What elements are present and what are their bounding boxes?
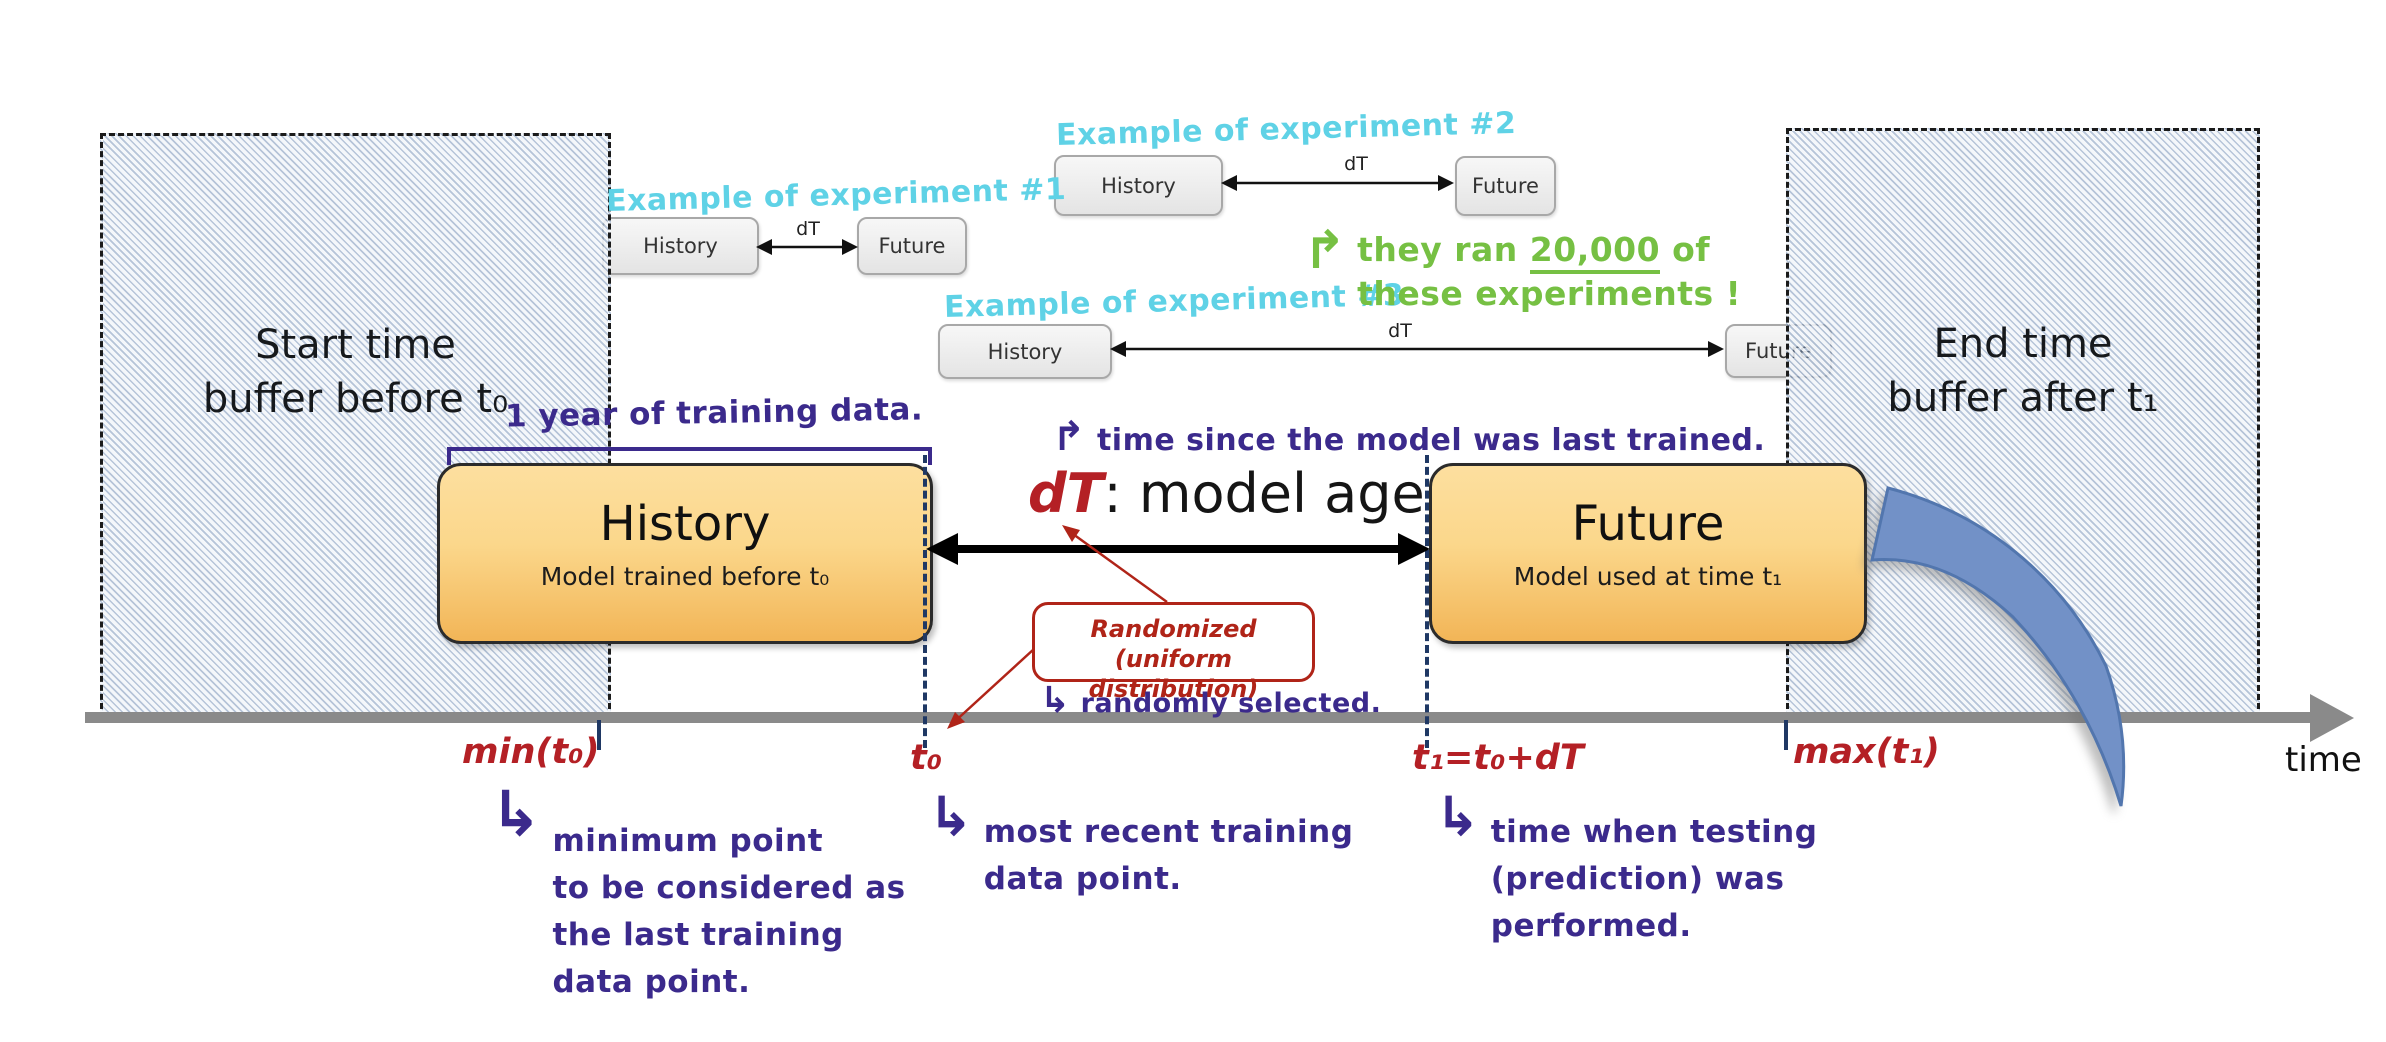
exp2-future-label: Future (1472, 174, 1539, 198)
history-subtitle: Model trained before t₀ (540, 562, 830, 591)
up-right-elbow-arrow-icon: ↱ (1052, 414, 1087, 460)
exp1-dt-label: dT (796, 218, 820, 240)
time-axis-label: time (2285, 740, 2362, 780)
time-axis-arrowhead-icon (2310, 694, 2354, 742)
red-arrow-to-dt (1062, 525, 1168, 604)
history-title: History (599, 496, 771, 552)
max-t1-label: max(t₁) (1793, 732, 1940, 772)
future-title: Future (1571, 496, 1725, 552)
randomly-selected-note: ↳ randomly selected. (1040, 680, 1382, 721)
exp3-dt-label: dT (1388, 320, 1412, 342)
exp1-history-box: History (602, 217, 759, 275)
dt-note: ↱ time since the model was last trained. (1052, 414, 1766, 460)
down-right-elbow-arrow-icon: ↳ (1435, 785, 1481, 848)
randomized-box: Randomized (uniform distribution) (1032, 602, 1315, 703)
exp2-future-box: Future (1455, 156, 1556, 216)
exp2-history-label: History (1101, 173, 1176, 198)
time-axis (85, 712, 2315, 723)
min-t0-note: ↳ minimum point to be considered as the … (490, 777, 906, 1000)
green-line2: these experiments ! (1357, 274, 1742, 313)
t1-note: ↳ time when testing (prediction) was per… (1435, 785, 1818, 944)
exp2-title: Example of experiment #2 (1055, 105, 1517, 154)
t1-label: t₁=t₀+dT (1412, 738, 1584, 778)
max-t1-tick (1784, 720, 1788, 750)
dt-heading: dT: model age (1028, 462, 1425, 525)
end-buffer-label: End time buffer after t₁ (1887, 321, 2159, 421)
exp2-history-box: History (1054, 155, 1223, 216)
down-right-elbow-arrow-icon: ↳ (928, 785, 974, 848)
min-t0-label: min(t₀) (462, 732, 600, 772)
training-span-bracket (447, 447, 932, 465)
history-box: History Model trained before t₀ (437, 463, 933, 644)
down-right-elbow-arrow-icon: ↳ (490, 777, 543, 850)
count-20000: 20,000 (1529, 230, 1661, 274)
training-span-label: 1 year of training data. (504, 391, 924, 435)
exp3-history-label: History (987, 339, 1063, 364)
down-right-elbow-arrow-icon: ↳ (1040, 680, 1071, 721)
exp3-dt-arrow (1110, 341, 1724, 357)
exp2-dt-arrow (1221, 175, 1454, 191)
start-buffer-label: Start time buffer before t₀ (202, 322, 509, 422)
exp1-future-label: Future (878, 234, 946, 258)
exp3-history-box: History (938, 324, 1112, 379)
exp1-history-label: History (643, 234, 718, 258)
exp1-future-box: Future (857, 217, 967, 275)
green-line1: they ran 20,000 of (1357, 230, 1710, 274)
t0-note: ↳ most recent training data point. (928, 785, 1354, 897)
main-dt-arrow (926, 533, 1430, 565)
up-right-elbow-arrow-icon: ↱ (1303, 221, 1348, 281)
future-box: Future Model used at time t₁ (1429, 463, 1867, 644)
green-annotation: ↱ they ran 20,000 of these experiments ! (1303, 221, 1742, 316)
future-subtitle: Model used at time t₁ (1513, 562, 1783, 591)
t0-dashed-line (923, 455, 927, 748)
exp1-title: Example of experiment #1 (605, 171, 1067, 220)
dt-term: dT (1028, 462, 1104, 525)
t1-dashed-line (1425, 455, 1429, 748)
t0-label: t₀ (910, 738, 943, 778)
exp2-dt-label: dT (1344, 153, 1368, 175)
min-t0-tick (597, 720, 601, 750)
exp1-dt-arrow (756, 239, 858, 255)
